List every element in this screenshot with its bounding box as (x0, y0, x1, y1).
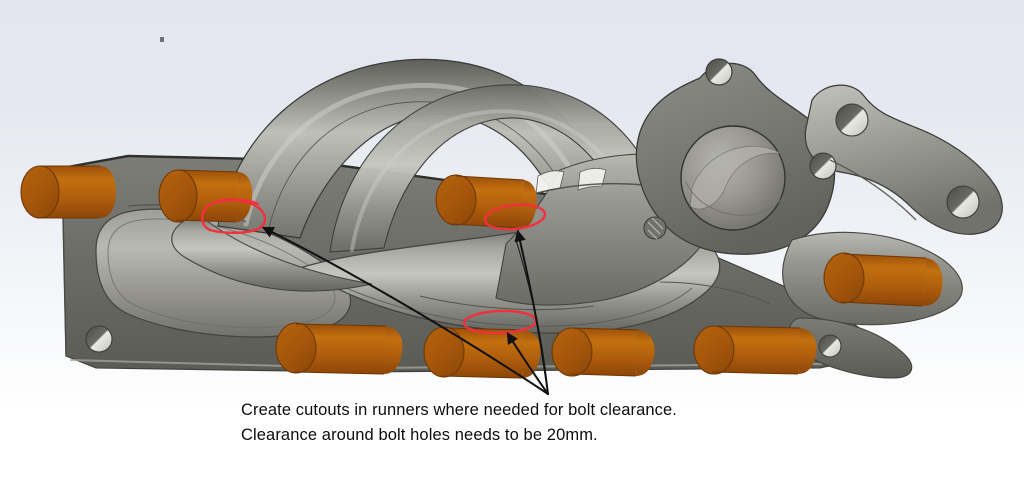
stud-top-1 (20, 165, 116, 219)
annotation-line-2: Clearance around bolt holes needs to be … (241, 426, 598, 444)
bolt-hole-flange-lower-right (818, 334, 842, 358)
bolt-hole-right-mid (809, 152, 837, 180)
bolt-hole-throttle-bottom (643, 216, 667, 240)
stud-bottom-4 (693, 325, 817, 375)
bolt-studs-bottom (275, 322, 817, 379)
leader-to-lower-markup[interactable] (506, 332, 549, 395)
stud-bottom-1 (275, 322, 403, 375)
markup-center-runner-cutout[interactable] (483, 202, 547, 232)
markup-left-runner-tick (218, 198, 260, 206)
bolt-hole-right-lower (946, 185, 980, 219)
runner-top-arch-seam (267, 101, 561, 233)
throttle-bore-inner-arc (685, 181, 785, 216)
bolt-hole-right-upper (835, 103, 869, 137)
body-seam-2 (419, 295, 595, 311)
stud-top-4 (823, 252, 943, 307)
right-flange-inner-rib (829, 159, 917, 221)
annotation-note: Create cutouts in runners where needed f… (241, 398, 761, 448)
bolt-hole-throttle-bottom-threads (647, 217, 664, 240)
runner-top-arch-highlight (243, 82, 575, 227)
cursor-artifact (160, 37, 164, 42)
leader-arrows[interactable] (261, 226, 549, 395)
runner-second-arch-highlight (350, 109, 626, 252)
stud-top-3 (435, 174, 537, 229)
body-seam-3 (659, 281, 771, 305)
bolt-hole-throttle-top (705, 58, 733, 86)
leader-to-left-markup[interactable] (261, 226, 549, 395)
bolt-hole-flange-lower-left (85, 325, 113, 353)
bolt-studs-top (20, 165, 943, 307)
annotation-line-1: Create cutouts in runners where needed f… (241, 401, 677, 419)
stud-bottom-3 (551, 327, 655, 377)
leader-stem-thin (515, 239, 549, 395)
stud-top-2 (158, 169, 253, 223)
markup-layer[interactable] (201, 198, 547, 335)
